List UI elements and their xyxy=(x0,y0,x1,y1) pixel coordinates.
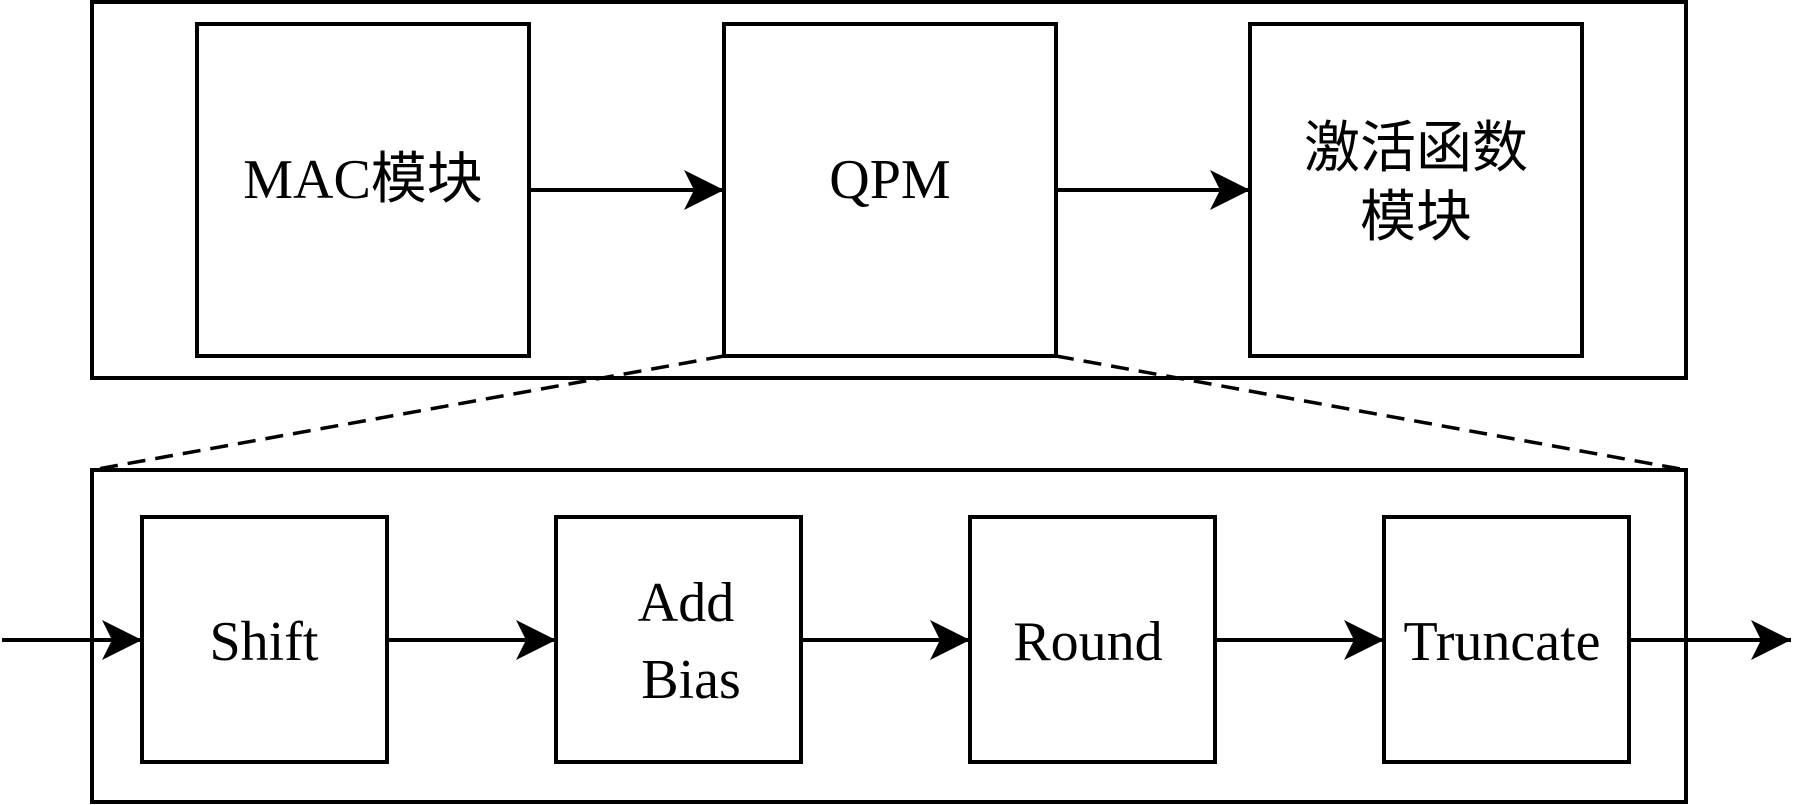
activation-function-label-line1: 激活函数 xyxy=(1304,118,1528,180)
shift-box: Shift xyxy=(140,515,389,764)
qpm-box: QPM xyxy=(722,22,1058,358)
round-label: Round xyxy=(1013,611,1162,673)
zoom-line-left xyxy=(91,354,725,472)
top-container xyxy=(90,0,1688,380)
truncate-label: Truncate xyxy=(1403,611,1600,673)
mac-module-box: MAC模块 xyxy=(195,22,531,358)
truncate-box: Truncate xyxy=(1382,515,1631,764)
round-box: Round xyxy=(968,515,1217,764)
shift-label: Shift xyxy=(210,611,319,673)
activation-function-box: 激活函数 模块 xyxy=(1248,22,1584,358)
mac-module-label: MAC模块 xyxy=(243,149,483,211)
add-bias-box: Add Bias xyxy=(554,515,803,764)
zoom-line-right xyxy=(1055,354,1687,472)
activation-function-label-line2: 模块 xyxy=(1360,187,1472,249)
add-bias-label-line1: Add xyxy=(638,572,734,634)
qpm-label: QPM xyxy=(829,149,950,211)
add-bias-label-line2: Bias xyxy=(641,649,741,711)
qpm-detail-container xyxy=(90,468,1688,804)
